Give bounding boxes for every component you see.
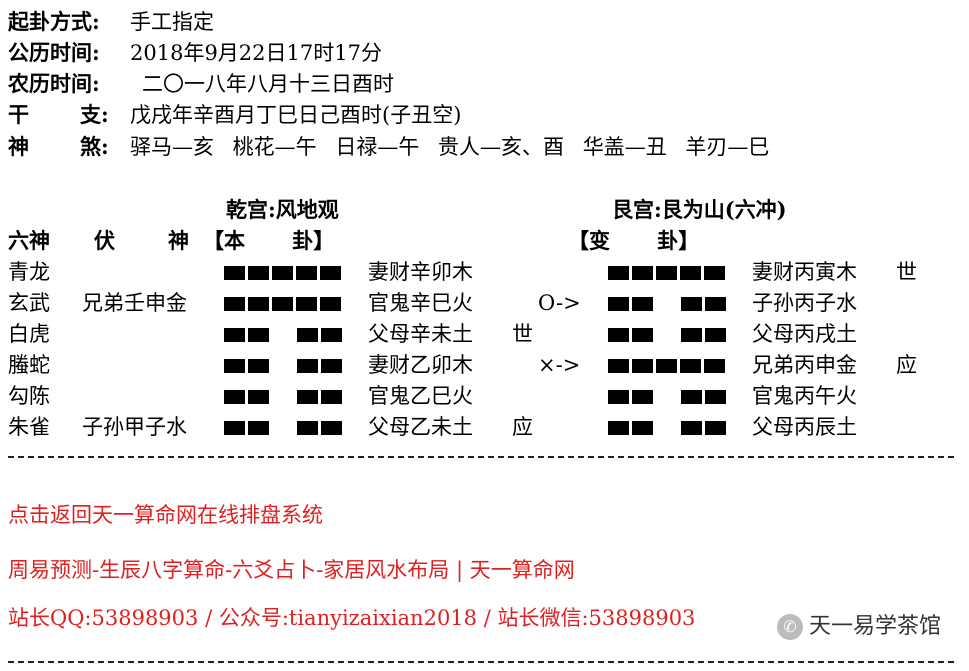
bian-yao-label: 父母丙戌土 xyxy=(752,322,857,346)
services-link[interactable]: 周易预测-生辰八字算命-六爻占卜-家居风水布局 | 天一算命网 xyxy=(8,558,575,582)
liushen-label: 朱雀 xyxy=(8,415,50,439)
yin-line-segment xyxy=(224,328,269,342)
shensha-label-a: 神 xyxy=(8,134,29,159)
liushen-label: 勾陈 xyxy=(8,384,50,408)
yin-line-segment xyxy=(224,390,269,404)
yin-line xyxy=(224,390,342,404)
ben-gua-title: 乾宫:风地观 xyxy=(226,197,339,222)
ben-shiying-mark: 应 xyxy=(512,415,533,439)
yin-line-segment xyxy=(608,421,653,435)
divider-bottom xyxy=(8,661,954,663)
yin-line-segment xyxy=(681,297,726,311)
watermark-text: 天一易学茶馆 xyxy=(808,614,941,639)
back-link[interactable]: 点击返回天一算命网在线排盘系统 xyxy=(8,503,323,527)
col-shen: 神 xyxy=(168,228,189,253)
liushen-label: 青龙 xyxy=(8,260,50,284)
yin-line xyxy=(608,328,726,342)
yin-line xyxy=(608,390,726,404)
bian-yao-label: 子孙丙子水 xyxy=(752,291,857,315)
watermark: ✆天一易学茶馆 xyxy=(776,614,941,640)
yin-line xyxy=(608,421,726,435)
liushen-label: 白虎 xyxy=(8,322,50,346)
ganzhi-label-b: 支: xyxy=(80,102,109,127)
divider xyxy=(8,456,954,458)
col-ben-gua: 【本 卦】 xyxy=(203,228,335,253)
col-bian-gua: 【变 卦】 xyxy=(568,228,700,253)
bian-yao-label: 父母丙辰土 xyxy=(752,415,857,439)
yin-line xyxy=(224,328,342,342)
solar-label: 公历时间: xyxy=(8,40,100,65)
change-mark: O-> xyxy=(538,291,581,315)
ben-yao-label: 官鬼乙巳火 xyxy=(368,384,473,408)
yin-line-segment xyxy=(681,390,726,404)
fushen-label: 子孙甲子水 xyxy=(82,415,187,439)
shensha-value: 驿马—亥 桃花—午 日禄—午 贵人—亥、酉 华盖—丑 羊刃—巳 xyxy=(130,135,770,159)
ben-yao-label: 官鬼辛巳火 xyxy=(368,291,473,315)
bian-shiying-mark: 应 xyxy=(896,353,917,377)
yin-line-segment xyxy=(608,328,653,342)
liushen-label: 螣蛇 xyxy=(8,353,50,377)
yin-line-segment xyxy=(297,390,342,404)
yin-line-segment xyxy=(297,328,342,342)
ben-yao-label: 妻财辛卯木 xyxy=(368,260,473,284)
yin-line-segment xyxy=(608,390,653,404)
lunar-label: 农历时间: xyxy=(8,71,100,96)
shensha-label-b: 煞: xyxy=(80,134,109,159)
method-label: 起卦方式: xyxy=(8,9,100,34)
yin-line-segment xyxy=(224,421,269,435)
yin-line-segment xyxy=(608,297,653,311)
yin-line-segment xyxy=(297,359,342,373)
bian-shiying-mark: 世 xyxy=(896,260,917,284)
ben-yao-label: 父母乙未土 xyxy=(368,415,473,439)
yin-line-segment xyxy=(224,359,269,373)
yin-line-segment xyxy=(681,328,726,342)
yang-line xyxy=(608,359,726,373)
yin-line xyxy=(224,421,342,435)
col-liushen: 六神 xyxy=(8,228,50,253)
ganzhi-value: 戊戌年辛酉月丁巳日己酉时(子丑空) xyxy=(130,103,462,127)
ben-yao-label: 父母辛未土 xyxy=(368,322,473,346)
ben-shiying-mark: 世 xyxy=(512,322,533,346)
fushen-label: 兄弟壬申金 xyxy=(82,291,187,315)
bian-yao-label: 官鬼丙午火 xyxy=(752,384,857,408)
col-fu: 伏 xyxy=(94,228,115,253)
wechat-icon: ✆ xyxy=(776,614,803,640)
yang-line xyxy=(608,266,726,280)
solar-value: 2018年9月22日17时17分 xyxy=(130,41,382,65)
change-mark: ×-> xyxy=(538,353,581,377)
yin-line xyxy=(224,359,342,373)
yin-line-segment xyxy=(681,421,726,435)
lunar-value: 二〇一八年八月十三日酉时 xyxy=(142,72,394,96)
bian-gua-title: 艮宫:艮为山(六冲) xyxy=(612,197,787,222)
yang-line xyxy=(224,266,342,280)
bian-yao-label: 兄弟丙申金 xyxy=(752,353,857,377)
ben-yao-label: 妻财乙卯木 xyxy=(368,353,473,377)
ganzhi-label-a: 干 xyxy=(8,102,29,127)
liushen-label: 玄武 xyxy=(8,291,50,315)
yang-line xyxy=(224,297,342,311)
contact-line: 站长QQ:53898903 / 公众号:tianyizaixian2018 / … xyxy=(8,606,696,630)
method-value: 手工指定 xyxy=(130,10,214,34)
yin-line-segment xyxy=(297,421,342,435)
bian-yao-label: 妻财丙寅木 xyxy=(752,260,857,284)
yin-line xyxy=(608,297,726,311)
